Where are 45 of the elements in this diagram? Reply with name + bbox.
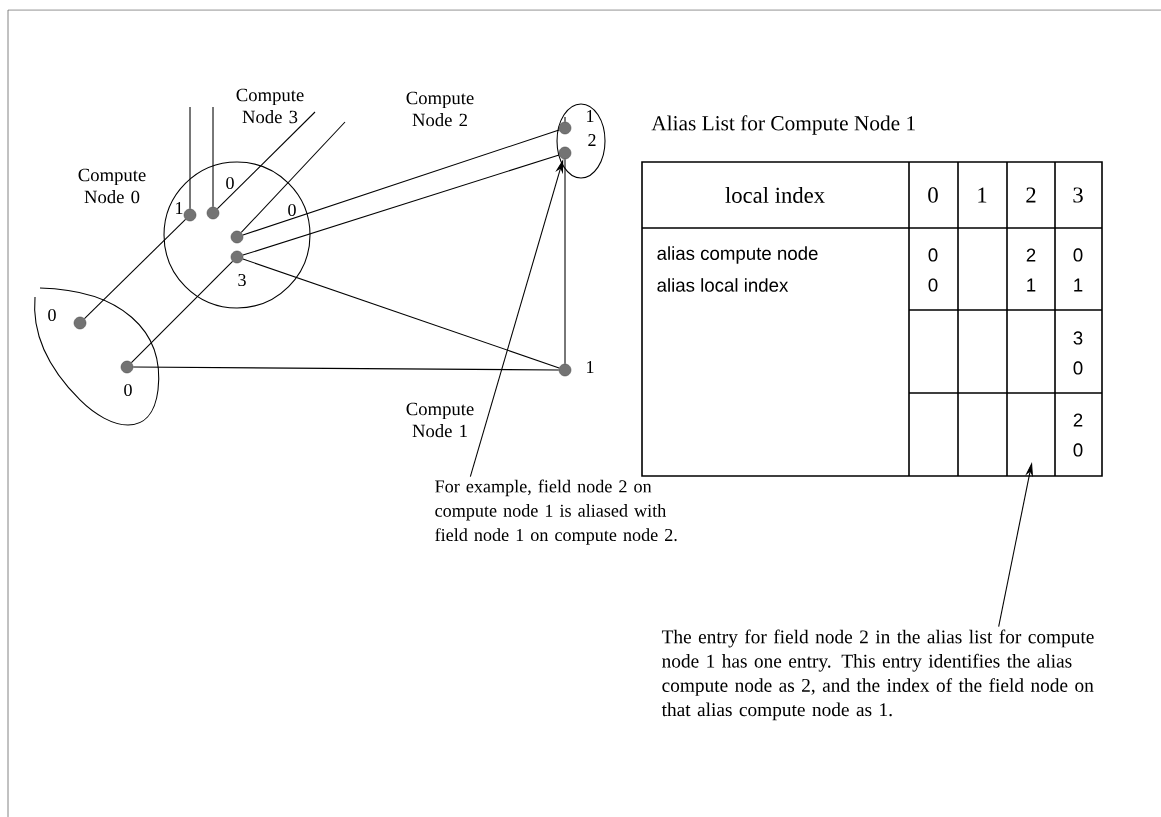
region-label: Compute Node 3 bbox=[236, 88, 304, 124]
mesh-edge bbox=[564, 158, 566, 365]
row-label: alias compute node bbox=[657, 246, 818, 264]
region-label: Compute Node 1 bbox=[406, 402, 474, 438]
mesh-edge bbox=[130, 260, 234, 364]
table-header: 3 bbox=[1073, 187, 1083, 203]
table-value: 0 bbox=[928, 278, 938, 292]
node-number: 0 bbox=[226, 176, 234, 190]
table-value: 3 bbox=[1073, 331, 1083, 345]
table-value: 2 bbox=[1073, 413, 1083, 427]
node-number: 0 bbox=[288, 203, 296, 217]
node-number: 1 bbox=[587, 361, 594, 373]
node-number: 1 bbox=[176, 202, 183, 214]
table-title: Alias List for Compute Node 1 bbox=[651, 115, 915, 135]
region-label: Compute Node 0 bbox=[78, 168, 146, 204]
mesh-edge bbox=[212, 106, 214, 208]
table-header: local index bbox=[725, 187, 825, 203]
mesh-edge bbox=[83, 218, 187, 320]
row-label: alias local index bbox=[657, 278, 789, 292]
table-value: 1 bbox=[1074, 278, 1083, 292]
mesh-edge bbox=[240, 121, 346, 233]
node-number: 1 bbox=[587, 110, 594, 122]
mesh-edge bbox=[242, 258, 560, 369]
table-value: 1 bbox=[1027, 278, 1036, 292]
node-number: 2 bbox=[588, 134, 596, 146]
table-value: 0 bbox=[928, 248, 938, 262]
mesh-edge bbox=[242, 129, 560, 236]
mesh-edge bbox=[132, 366, 560, 371]
node-number: 0 bbox=[124, 383, 132, 397]
node-number: 3 bbox=[238, 273, 246, 287]
mesh-edge bbox=[242, 154, 560, 256]
table-header: 1 bbox=[978, 187, 987, 203]
mesh-edge bbox=[564, 116, 566, 123]
table-header: 0 bbox=[928, 187, 938, 203]
table-value: 0 bbox=[1073, 361, 1083, 375]
region-label: Compute Node 2 bbox=[406, 91, 474, 127]
callout-text: The entry for field node 2 in the alias list for compute node 1 has one entry. This entry identifies the alias compute node as 2, and the index of the field node on that alias compute node as 1. bbox=[661, 629, 1094, 721]
table-value: 2 bbox=[1026, 248, 1036, 262]
table-header: 2 bbox=[1026, 187, 1036, 203]
callout-text: For example, field node 2 on compute node 1 is aliased with field node 1 on compute node 2. bbox=[435, 479, 677, 545]
table-value: 0 bbox=[1073, 248, 1083, 262]
node-number: 0 bbox=[48, 308, 56, 322]
table-value: 0 bbox=[1073, 443, 1083, 457]
mesh-edge bbox=[216, 111, 316, 210]
mesh-edge bbox=[189, 106, 191, 210]
